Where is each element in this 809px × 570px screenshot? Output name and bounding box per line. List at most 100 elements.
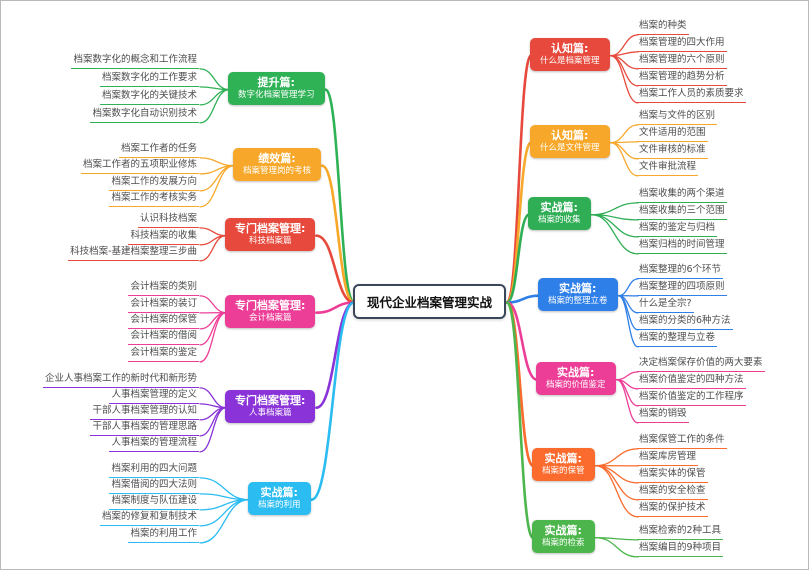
leaf-topic[interactable]: 档案价值鉴定的工作程序	[637, 384, 746, 406]
leaf-topic[interactable]: 人事档案的管理流程	[109, 430, 199, 452]
branch-node[interactable]: 绩效篇: 档案管理岗的考核	[233, 148, 322, 182]
connector-line	[609, 51, 639, 57]
leaf-topic[interactable]: 干部人事档案管理的认知	[90, 398, 199, 420]
branch-node[interactable]: 专门档案管理: 会计档案篇	[225, 295, 316, 329]
connector-line	[594, 465, 639, 518]
branch-node[interactable]: 实战篇: 档案的利用	[248, 482, 311, 516]
leaf-topic[interactable]: 档案库房管理	[637, 444, 699, 466]
leaf-topic[interactable]: 档案的修复和复制技术	[99, 504, 199, 526]
branch-node[interactable]: 实战篇: 档案的整理立卷	[538, 278, 618, 312]
leaf-topic[interactable]: 档案的分类的6种方法	[637, 308, 733, 330]
connector-line	[505, 301, 539, 381]
branch-node[interactable]: 认知篇: 什么是文件管理	[530, 125, 610, 159]
leaf-topic[interactable]: 档案与文件的区别	[637, 103, 718, 125]
leaf-topic[interactable]: 人事档案管理的定义	[109, 382, 199, 404]
branch-title: 绩效篇:	[258, 152, 296, 165]
leaf-topic[interactable]: 档案实体的保管	[637, 461, 708, 483]
connector-line	[199, 499, 250, 544]
leaf-topic-label: 文件审核的标准	[637, 144, 708, 159]
leaf-topic[interactable]: 档案整理的四项原则	[637, 274, 727, 296]
branch-node[interactable]: 实战篇: 档案的保管	[532, 448, 595, 482]
branch-title: 实战篇:	[544, 524, 582, 537]
leaf-topic[interactable]: 档案的整理与立卷	[637, 325, 718, 347]
leaf-topic[interactable]: 文件适用的范围	[637, 120, 708, 142]
leaf-topic-label: 档案价值鉴定的四种方法	[637, 374, 746, 389]
leaf-topic[interactable]: 档案制度与队伍建设	[109, 488, 199, 510]
leaf-topic[interactable]: 会计档案的保管	[128, 307, 199, 329]
leaf-topic-label: 档案利用的四大问题	[109, 463, 199, 478]
branch-node[interactable]: 提升篇: 数字化档案管理学习	[228, 72, 325, 106]
connector-line	[590, 214, 639, 255]
branch-title: 实战篇:	[559, 282, 597, 295]
leaf-topic-label: 档案的利用工作	[128, 528, 199, 543]
leaf-topic-label: 档案工作者的任务	[118, 143, 199, 158]
leaf-topic[interactable]: 干部人事档案的管理思路	[90, 414, 199, 436]
branch-subtitle: 档案的价值鉴定	[546, 380, 606, 391]
leaf-topic[interactable]: 档案工作的考核实务	[109, 185, 199, 207]
leaf-topic[interactable]: 科技档案的收集	[128, 223, 199, 245]
leaf-topic[interactable]: 档案借阅的四大法则	[109, 472, 199, 494]
leaf-topic[interactable]: 档案管理的四大作用	[637, 30, 727, 52]
leaf-topic[interactable]: 认识科技档案	[137, 206, 199, 228]
leaf-topic[interactable]: 档案的销毁	[637, 401, 689, 423]
branch-subtitle: 档案的整理立卷	[548, 296, 608, 307]
leaf-topic[interactable]: 档案数字化的概念和工作流程	[71, 47, 199, 69]
leaf-topic[interactable]: 档案整理的6个环节	[637, 257, 724, 279]
leaf-topic[interactable]: 档案数字化的关键技术	[99, 83, 199, 105]
leaf-topic[interactable]: 档案的保护技术	[637, 495, 708, 517]
leaf-topic[interactable]: 档案编目的9种项目	[637, 535, 724, 557]
branch-subtitle: 科技档案篇	[248, 236, 292, 247]
branch-node[interactable]: 实战篇: 档案的价值鉴定	[536, 362, 616, 396]
branch-node[interactable]: 专门档案管理: 科技档案篇	[225, 218, 316, 252]
branch-node[interactable]: 认知篇: 什么是档案管理	[530, 38, 610, 72]
branch-subtitle: 档案管理岗的考核	[243, 166, 312, 177]
branch-node[interactable]: 实战篇: 档案的检索	[532, 520, 595, 554]
leaf-topic[interactable]: 档案的种类	[637, 13, 689, 35]
leaf-topic-label: 档案整理的四项原则	[637, 281, 727, 296]
leaf-topic-label: 档案的种类	[637, 20, 689, 35]
leaf-topic[interactable]: 档案收集的两个渠道	[637, 181, 727, 203]
leaf-topic[interactable]: 档案的鉴定与归档	[637, 215, 718, 237]
connector-line	[199, 387, 227, 409]
leaf-topic-label: 档案数字化的关键技术	[99, 90, 199, 105]
leaf-topic-label: 干部人事档案的管理思路	[90, 421, 199, 436]
leaf-topic[interactable]: 档案的安全检查	[637, 478, 708, 500]
leaf-topic[interactable]: 档案数字化的工作要求	[99, 65, 199, 87]
leaf-topic[interactable]: 什么是全宗?	[637, 291, 694, 313]
branch-node[interactable]: 专门档案管理: 人事档案篇	[225, 390, 316, 424]
leaf-topic-label: 档案工作的发展方向	[109, 176, 199, 191]
connector-line	[505, 301, 535, 539]
leaf-topic[interactable]: 会计档案的借阅	[128, 323, 199, 345]
leaf-topic[interactable]: 企业人事档案工作的新时代和新形势	[42, 366, 199, 388]
branch-title: 实战篇:	[540, 201, 578, 214]
central-topic-node[interactable]: 现代企业档案管理实战	[353, 284, 507, 319]
branch-node[interactable]: 实战篇: 档案的收集	[528, 197, 591, 231]
leaf-topic-label: 档案工作的考核实务	[109, 192, 199, 207]
leaf-topic[interactable]: 会计档案的装订	[128, 291, 199, 313]
leaf-topic[interactable]: 档案工作的发展方向	[109, 169, 199, 191]
leaf-topic[interactable]: 决定档案保存价值的两大要素	[637, 350, 765, 372]
leaf-topic[interactable]: 档案归档的时间管理	[637, 232, 727, 254]
leaf-topic[interactable]: 文件审批流程	[637, 154, 699, 176]
leaf-topic[interactable]: 档案管理的趋势分析	[637, 64, 727, 86]
leaf-topic[interactable]: 档案利用的四大问题	[109, 456, 199, 478]
leaf-topic[interactable]: 档案工作人员的素质要求	[637, 81, 746, 103]
leaf-topic[interactable]: 档案的利用工作	[128, 521, 199, 543]
leaf-topic[interactable]: 科技档案-基建档案整理三步曲	[68, 239, 199, 261]
leaf-topic[interactable]: 会计档案的鉴定	[128, 340, 199, 362]
leaf-topic[interactable]: 档案管理的六个原则	[637, 47, 727, 69]
connector-line	[505, 54, 533, 304]
branch-title: 认知篇:	[551, 42, 589, 55]
leaf-topic[interactable]: 档案数字化自动识别技术	[90, 101, 199, 123]
leaf-topic[interactable]: 文件审核的标准	[637, 137, 708, 159]
leaf-topic[interactable]: 档案价值鉴定的四种方法	[637, 367, 746, 389]
leaf-topic-label: 档案的安全检查	[637, 485, 708, 500]
leaf-topic[interactable]: 会计档案的类别	[128, 274, 199, 296]
leaf-topic[interactable]: 档案保管工作的条件	[637, 427, 727, 449]
leaf-topic[interactable]: 档案检索的2种工具	[637, 518, 724, 540]
leaf-topic[interactable]: 档案工作者的五项职业修炼	[80, 152, 199, 174]
leaf-topic[interactable]: 档案收集的三个范围	[637, 198, 727, 220]
leaf-topic[interactable]: 档案工作者的任务	[118, 136, 199, 158]
connector-line	[199, 227, 227, 237]
